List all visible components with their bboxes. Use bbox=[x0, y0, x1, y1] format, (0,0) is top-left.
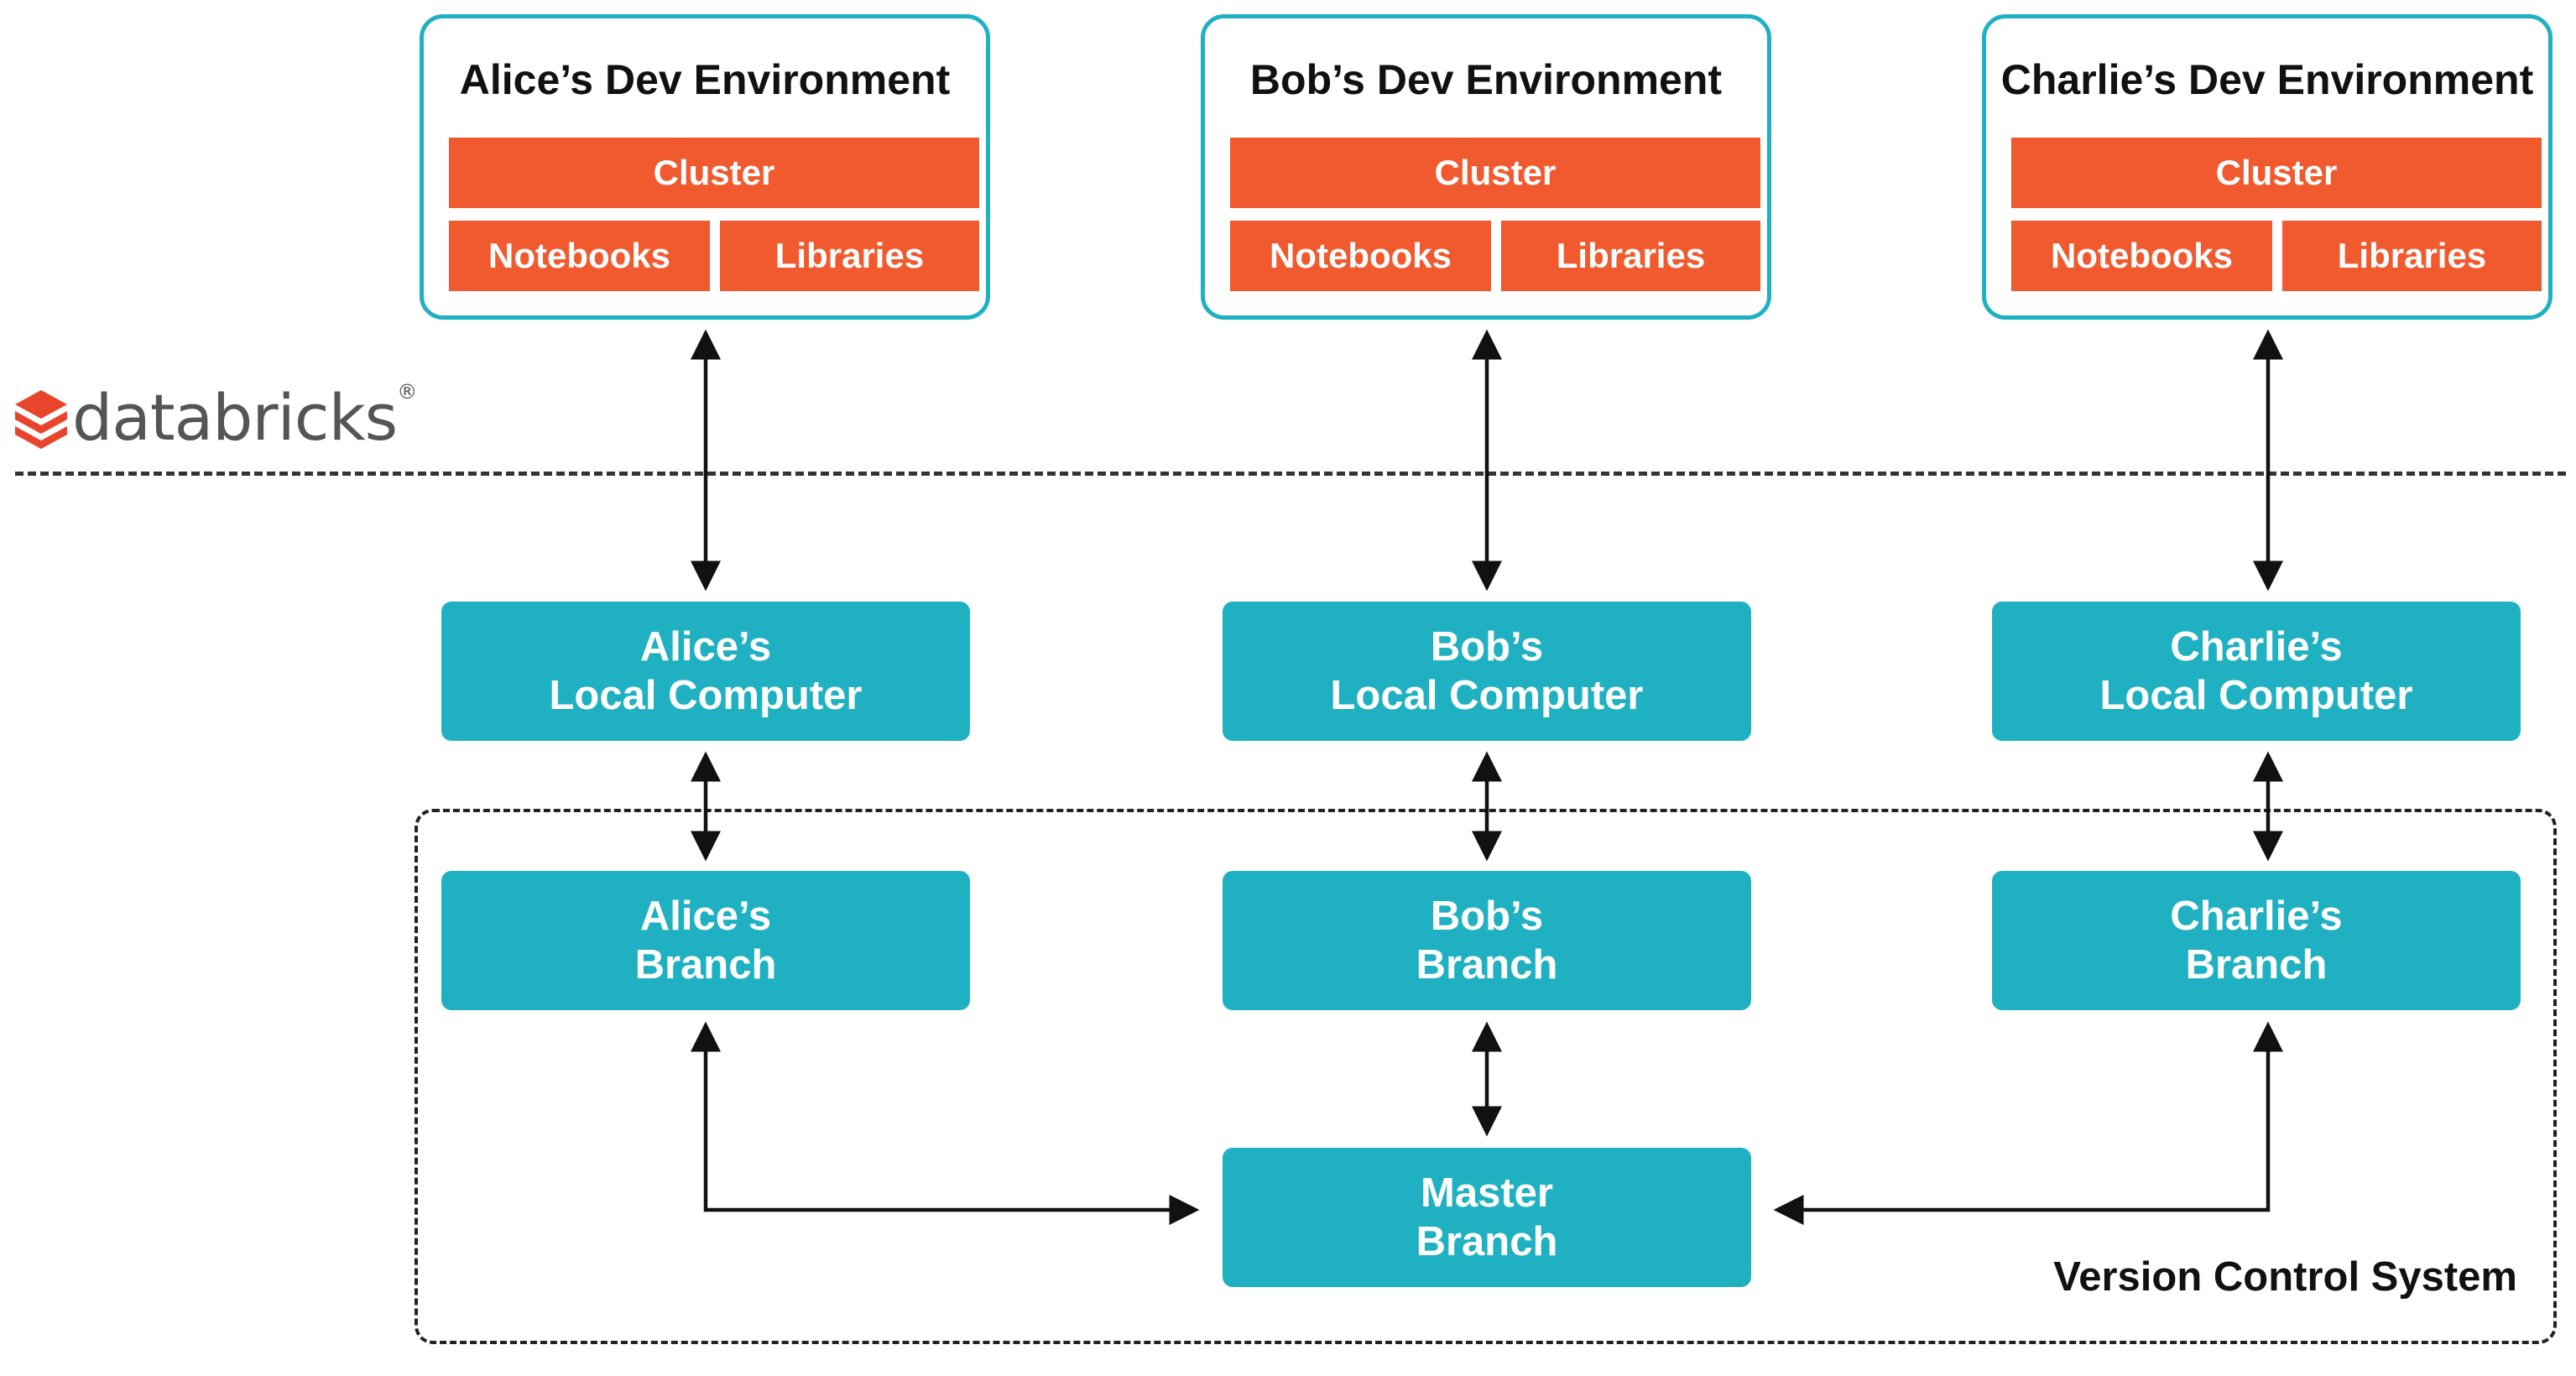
bob-dev-environment: Bob’s Dev Environment Cluster Notebooks … bbox=[1201, 14, 1771, 320]
env-title: Charlie’s Dev Environment bbox=[2000, 56, 2534, 103]
logo-wordmark: databricks bbox=[72, 380, 398, 455]
box-label-line2: Local Computer bbox=[1330, 673, 1644, 718]
box-label-line2: Branch bbox=[1416, 1219, 1558, 1264]
box-label-line1: Bob’s bbox=[1430, 624, 1544, 670]
notebooks-block: Notebooks bbox=[1230, 221, 1491, 291]
cluster-block: Cluster bbox=[449, 138, 979, 208]
libraries-block: Libraries bbox=[2282, 221, 2542, 291]
cloud-boundary-divider bbox=[15, 472, 2566, 476]
charlie-local-computer: Charlie’s Local Computer bbox=[1992, 602, 2521, 741]
box-label-line2: Branch bbox=[634, 942, 777, 988]
env-title: Bob’s Dev Environment bbox=[1249, 56, 1723, 103]
box-label-line1: Alice’s bbox=[639, 894, 772, 939]
registered-mark: ® bbox=[397, 380, 417, 404]
libraries-block: Libraries bbox=[720, 221, 979, 291]
alice-local-computer: Alice’s Local Computer bbox=[441, 602, 970, 741]
box-label-line2: Branch bbox=[2185, 942, 2328, 988]
cluster-block: Cluster bbox=[1230, 138, 1760, 208]
box-label-line2: Local Computer bbox=[2099, 673, 2413, 718]
notebooks-block: Notebooks bbox=[449, 221, 710, 291]
databricks-logo-icon bbox=[15, 390, 67, 449]
charlie-branch: Charlie’s Branch bbox=[1992, 871, 2521, 1010]
notebooks-block: Notebooks bbox=[2011, 221, 2272, 291]
charlie-branch-master-arrow bbox=[1773, 1021, 2283, 1225]
box-label-line1: Master bbox=[1421, 1170, 1553, 1216]
bob-branch: Bob’s Branch bbox=[1223, 871, 1751, 1010]
version-control-system-label: Version Control System bbox=[2053, 1254, 2517, 1300]
alice-dev-environment: Alice’s Dev Environment Cluster Notebook… bbox=[420, 14, 990, 320]
box-label-line2: Branch bbox=[1416, 942, 1558, 988]
box-label-line1: Bob’s bbox=[1430, 894, 1544, 939]
alice-branch: Alice’s Branch bbox=[441, 871, 970, 1010]
databricks-logo: databricks® bbox=[12, 380, 417, 457]
bob-local-computer: Bob’s Local Computer bbox=[1223, 602, 1751, 741]
box-label-line2: Local Computer bbox=[549, 673, 863, 718]
master-branch: Master Branch bbox=[1223, 1148, 1751, 1287]
env-title: Alice’s Dev Environment bbox=[459, 56, 951, 103]
charlie-dev-environment: Charlie’s Dev Environment Cluster Notebo… bbox=[1982, 14, 2553, 320]
box-label-line1: Alice’s bbox=[639, 624, 772, 670]
box-label-line1: Charlie’s bbox=[2170, 624, 2343, 670]
box-label-line1: Charlie’s bbox=[2170, 894, 2343, 939]
cluster-block: Cluster bbox=[2011, 138, 2542, 208]
libraries-block: Libraries bbox=[1501, 221, 1760, 291]
alice-branch-master-arrow bbox=[691, 1021, 1200, 1225]
databricks-logo-text: databricks® bbox=[72, 380, 417, 455]
